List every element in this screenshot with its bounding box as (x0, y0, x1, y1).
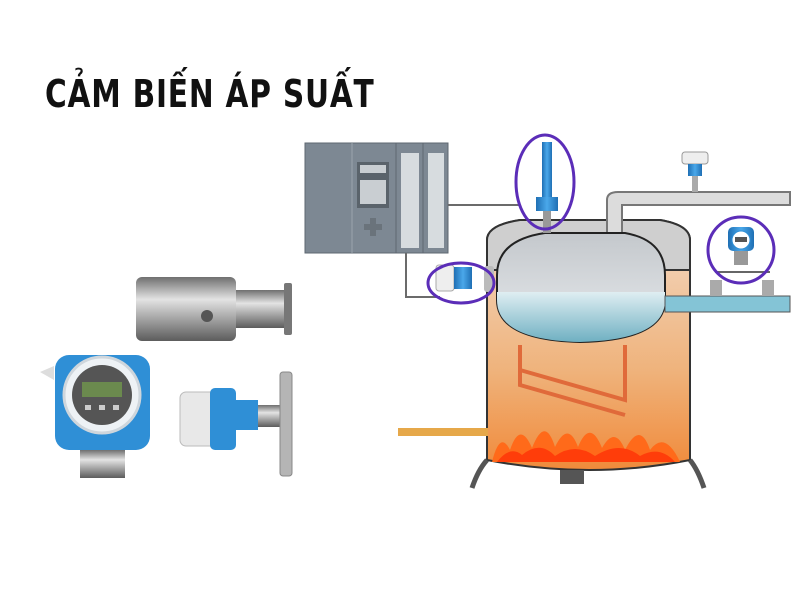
side-pressure-sensor-icon (435, 264, 494, 292)
cylindrical-pressure-sensor-icon (136, 277, 292, 341)
flange-pressure-sensor-icon (179, 371, 293, 477)
plc-controller (304, 142, 449, 254)
top-pipe-sensor-icon (681, 151, 709, 192)
highlight-circle (514, 133, 576, 231)
page-title: CẢM BIẾN ÁP SUẤT (45, 72, 375, 116)
differential-pressure-transmitter-icon (710, 227, 774, 296)
highlight-circle (706, 215, 776, 285)
display-pressure-transmitter-icon (40, 355, 150, 478)
highlight-circle (426, 261, 496, 305)
boiler-vessel (398, 219, 791, 489)
safety-valve-sensor-icon (536, 142, 558, 233)
